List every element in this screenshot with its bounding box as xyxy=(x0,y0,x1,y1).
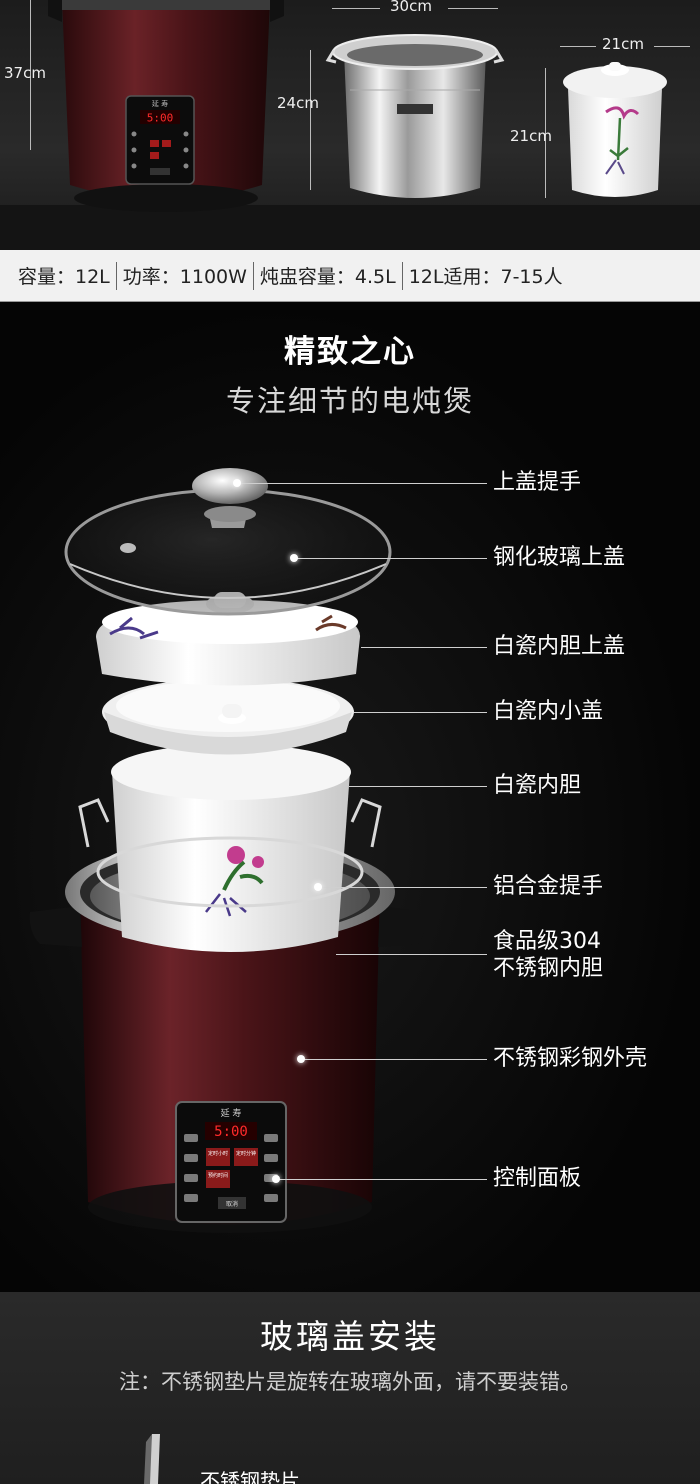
leader-dot xyxy=(272,1175,280,1183)
leader-line xyxy=(361,647,487,648)
part-label-ceramic-small-lid: 白瓷内小盖 xyxy=(493,699,604,724)
part-label-food-grade: 食品级304 xyxy=(493,929,601,954)
part-label-ceramic-inner-lid: 白瓷内胆上盖 xyxy=(493,634,626,659)
svg-text:取消: 取消 xyxy=(226,1200,238,1208)
svg-text:5:00: 5:00 xyxy=(147,112,174,125)
exploded-view-section: 精致之心 专注细节的电炖煲 xyxy=(0,302,700,1292)
spec-divider xyxy=(252,261,254,290)
ceramic-small-lid xyxy=(102,678,354,755)
svg-text:5:00: 5:00 xyxy=(214,1124,248,1140)
crock-height-label: 21cm xyxy=(510,127,552,145)
ceramic-crock-thumbnail xyxy=(563,62,667,197)
pot-height-line xyxy=(310,50,311,190)
cooker-height-line xyxy=(30,0,31,150)
spec-crock-capacity: 炖盅容量：4.5L xyxy=(259,266,396,288)
spec-capacity: 容量：12L xyxy=(18,266,110,288)
pot-height-label: 24cm xyxy=(277,94,319,112)
dimension-strip: 5:00 延 寿 xyxy=(0,0,700,250)
leader-line xyxy=(237,483,487,484)
pot-width-label: 30cm xyxy=(390,0,432,15)
stainless-pot-thumbnail xyxy=(325,34,505,198)
leader-line xyxy=(336,954,487,955)
spec-bar: 容量：12L 功率：1100W 炖盅容量：4.5L 12L适用：7-15人 xyxy=(0,250,700,302)
crock-width-line-left xyxy=(560,46,596,47)
leader-line xyxy=(301,1059,487,1060)
spec-divider xyxy=(115,261,117,290)
leader-line xyxy=(349,786,487,787)
tempered-glass-lid xyxy=(64,468,392,616)
cooker-height-label: 37cm xyxy=(4,64,46,82)
leader-dot xyxy=(233,479,241,487)
part-label-lid-handle: 上盖提手 xyxy=(493,470,582,495)
ceramic-inner-pot xyxy=(111,744,351,952)
leader-dot xyxy=(297,1055,305,1063)
part-label-outer-shell: 不锈钢彩钢外壳 xyxy=(493,1046,648,1071)
leader-line xyxy=(318,887,487,888)
cooker-thumbnail: 5:00 延 寿 xyxy=(48,0,284,212)
install-note: 注：不锈钢垫片是旋转在玻璃外面，请不要装错。 xyxy=(119,1370,581,1394)
spec-power: 功率：1100W xyxy=(122,266,247,288)
leader-dot xyxy=(314,883,322,891)
pot-width-line-right xyxy=(448,8,498,9)
crock-height-line xyxy=(545,68,546,198)
aluminum-handle-rack xyxy=(78,798,382,908)
gasket-illustration xyxy=(144,1434,160,1484)
svg-text:延 寿: 延 寿 xyxy=(152,99,168,108)
svg-text:延 寿: 延 寿 xyxy=(221,1107,242,1119)
gasket-label: 不锈钢垫片 xyxy=(200,1469,300,1484)
leader-line xyxy=(276,1179,487,1180)
crock-width-label: 21cm xyxy=(602,35,644,53)
part-label-control-panel: 控制面板 xyxy=(493,1166,582,1191)
part-label-glass-lid: 钢化玻璃上盖 xyxy=(493,545,626,570)
part-label-stainless-inner: 不锈钢内胆 xyxy=(493,956,604,981)
spec-servings: 12L适用：7-15人 xyxy=(408,266,563,288)
part-label-aluminum-handle: 铝合金提手 xyxy=(493,874,604,899)
svg-text:定时小时: 定时小时 xyxy=(208,1150,228,1157)
dimension-illustration: 5:00 延 寿 xyxy=(0,0,700,250)
spec-divider xyxy=(401,261,403,290)
glass-lid-install-section: 玻璃盖安装 注：不锈钢垫片是旋转在玻璃外面，请不要装错。 xyxy=(0,1292,700,1484)
pot-width-line-left xyxy=(332,8,380,9)
leader-line xyxy=(294,558,487,559)
leader-dot xyxy=(290,554,298,562)
crock-width-line-right xyxy=(654,46,690,47)
control-panel: 延 寿 5:00 定时小时 定时分钟 预约时间 取消 xyxy=(175,1101,287,1223)
section-title: 精致之心 xyxy=(284,334,416,370)
exploded-cooker-illustration: 延 寿 5:00 定时小时 定时分钟 预约时间 取消 xyxy=(29,468,426,1233)
part-label-ceramic-inner-pot: 白瓷内胆 xyxy=(493,773,582,798)
section-subtitle: 专注细节的电炖煲 xyxy=(225,384,474,418)
leader-line xyxy=(354,712,487,713)
svg-text:定时分钟: 定时分钟 xyxy=(236,1150,256,1157)
install-title: 玻璃盖安装 xyxy=(260,1317,440,1356)
svg-text:预约时间: 预约时间 xyxy=(208,1172,228,1179)
